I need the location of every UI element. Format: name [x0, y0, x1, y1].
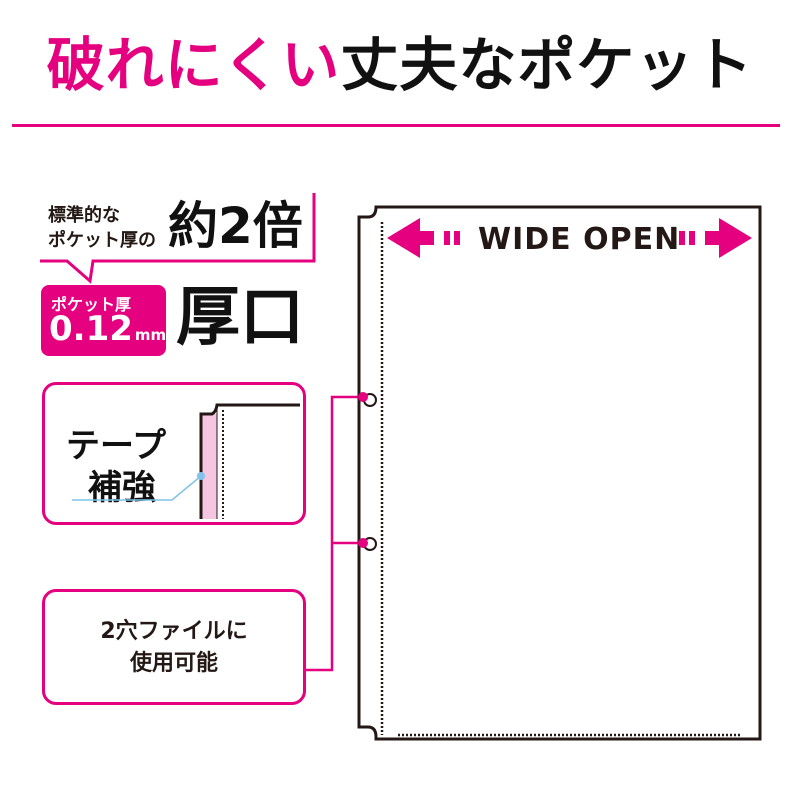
pocket-sheet [357, 205, 762, 741]
tape-feature-line2: 補強 [88, 468, 156, 508]
title-divider [12, 124, 780, 127]
wide-open-label: WIDE OPEN [478, 222, 681, 257]
holes-feature-box [42, 589, 306, 705]
speech-bubble-outline [40, 193, 316, 284]
tape-feature-line1: テープ [66, 426, 166, 466]
thickness-badge-label: ポケット厚 [51, 295, 132, 314]
hole-connector [300, 395, 363, 672]
title-rest: 丈夫なポケット [340, 31, 754, 99]
callout-line1: 標準的な [48, 205, 120, 226]
arrow-left-icon [387, 218, 460, 258]
arrow-right-icon [679, 218, 752, 258]
callout-emphasis: 約2倍 [168, 197, 303, 255]
callout-line2: ポケット厚の [48, 230, 156, 251]
thickness-value: 0.12 [49, 309, 133, 349]
holes-feature-line1: 2穴ファイルに [100, 619, 248, 644]
thickness-label: 厚口 [176, 281, 304, 355]
holes-feature-line2: 使用可能 [129, 651, 218, 676]
title-highlight: 破れにくい [46, 31, 341, 99]
thickness-unit: mm [134, 326, 167, 344]
page-title: 破れにくい丈夫なポケット [0, 30, 800, 100]
holes-feature-text: 2穴ファイルに 使用可能 [42, 616, 306, 680]
callout-text: 標準的な ポケット厚の [48, 203, 156, 253]
